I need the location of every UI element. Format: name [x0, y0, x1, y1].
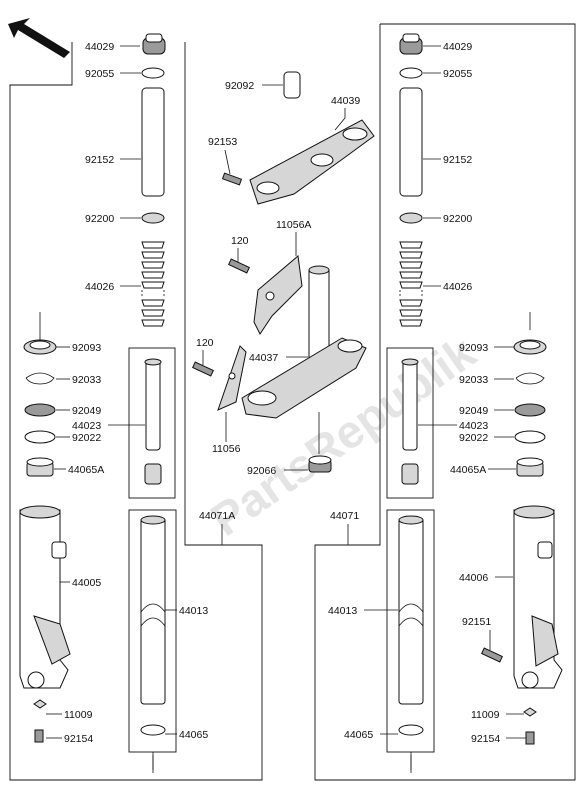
label-44071: 44071 — [330, 510, 359, 522]
clamp-bolt — [221, 172, 243, 186]
label-92066: 92066 — [247, 465, 276, 477]
label-44013-left: 44013 — [179, 605, 208, 617]
left-bolt-washer — [33, 699, 47, 709]
right-oring — [399, 67, 423, 79]
right-drain-bolt — [525, 731, 535, 745]
label-44005: 44005 — [72, 577, 101, 589]
bracket-bolt-b — [192, 361, 214, 377]
label-11056: 11056 — [212, 443, 241, 455]
right-assembly-frame — [314, 23, 576, 781]
label-92033-right: 92033 — [459, 374, 488, 386]
label-92093-right: 92093 — [459, 342, 488, 354]
label-92055-right: 92055 — [443, 68, 472, 80]
front-direction-arrow-icon — [8, 18, 70, 58]
bracket-bolt-a — [228, 258, 250, 274]
label-92151: 92151 — [462, 616, 491, 628]
pointer-lines — [39, 312, 531, 773]
left-damper-box — [128, 347, 176, 499]
right-guide-bush — [398, 724, 424, 736]
left-drain-bolt — [34, 729, 44, 743]
label-92055-left: 92055 — [85, 68, 114, 80]
steering-stem — [241, 265, 367, 419]
label-92152-left: 92152 — [85, 154, 114, 166]
left-washer — [141, 212, 165, 224]
label-92093-left: 92093 — [72, 342, 101, 354]
label-44065-right: 44065 — [344, 729, 373, 741]
right-outer-tube — [513, 505, 563, 689]
left-inner-tube-box — [128, 509, 177, 753]
label-92022-left: 92022 — [72, 432, 101, 444]
right-caliper-bolt — [481, 647, 503, 663]
label-11009-left: 11009 — [64, 709, 93, 721]
label-92200-right: 92200 — [443, 213, 472, 225]
label-92049-right: 92049 — [459, 405, 488, 417]
left-guide-bush — [140, 724, 166, 736]
right-inner-tube-box — [386, 509, 435, 753]
right-oil-seal — [513, 339, 547, 355]
right-dust-seal — [514, 403, 546, 417]
label-11009-right: 11009 — [471, 709, 500, 721]
label-44023-right: 44023 — [459, 420, 488, 432]
label-92022-right: 92022 — [459, 432, 488, 444]
left-bushing — [26, 457, 54, 477]
label-44071A: 44071A — [199, 510, 235, 522]
left-outer-tube — [19, 505, 71, 689]
label-44065-left: 44065 — [179, 729, 208, 741]
left-dust-seal — [24, 403, 56, 417]
center-bushing — [283, 71, 301, 99]
right-damper-rod — [401, 358, 419, 485]
stem-nut — [308, 455, 332, 473]
left-assembly-frame — [9, 42, 263, 781]
handlebar-bracket-a — [253, 255, 303, 335]
label-92200-left: 92200 — [85, 213, 114, 225]
right-fork-spring — [399, 241, 423, 327]
right-spacer-tube — [399, 87, 423, 197]
left-spacer-tube — [141, 87, 165, 197]
right-washer-2 — [514, 430, 546, 444]
left-oil-seal — [23, 339, 57, 355]
left-oring — [141, 67, 165, 79]
label-44065A-right: 44065A — [450, 464, 486, 476]
label-92152-right: 92152 — [443, 154, 472, 166]
left-circlip — [25, 372, 55, 385]
label-11056A: 11056A — [276, 219, 311, 231]
right-washer — [399, 212, 423, 224]
right-damper-box — [386, 347, 434, 499]
left-fork-spring — [141, 241, 165, 327]
label-44065A-left: 44065A — [68, 464, 104, 476]
label-120-a: 120 — [231, 235, 249, 247]
label-44039: 44039 — [331, 95, 360, 107]
label-92154-right: 92154 — [471, 733, 500, 745]
label-44029-right: 44029 — [443, 41, 472, 53]
label-92033-left: 92033 — [72, 374, 101, 386]
handlebar-bracket-b — [217, 345, 247, 411]
left-fork-cap — [142, 33, 166, 55]
labels-left: 44029 92055 92152 92200 44026 92093 9203… — [46, 41, 235, 745]
right-circlip — [515, 372, 545, 385]
label-120-b: 120 — [196, 337, 214, 349]
label-44013-right: 44013 — [328, 605, 357, 617]
left-washer-2 — [24, 430, 56, 444]
label-44026-left: 44026 — [85, 281, 114, 293]
right-fork-cap — [399, 33, 423, 55]
label-44006: 44006 — [459, 572, 488, 584]
label-44023-left: 44023 — [72, 420, 101, 432]
right-bushing — [516, 457, 544, 477]
label-92092: 92092 — [225, 80, 254, 92]
left-inner-tube — [140, 515, 166, 705]
label-44026-right: 44026 — [443, 281, 472, 293]
label-44029-left: 44029 — [85, 41, 114, 53]
label-92154-left: 92154 — [64, 733, 93, 745]
right-inner-tube — [398, 515, 424, 705]
left-damper-rod — [144, 358, 162, 485]
label-92049-left: 92049 — [72, 405, 101, 417]
labels-center: 92092 44039 92153 11056A 120 44037 120 1… — [196, 80, 360, 477]
label-44037: 44037 — [249, 352, 278, 364]
label-92153: 92153 — [208, 136, 237, 148]
upper-triple-clamp — [249, 119, 375, 205]
labels-right: 44029 92055 92152 92200 44026 92093 9203… — [328, 41, 526, 745]
right-bolt-washer — [523, 707, 537, 717]
